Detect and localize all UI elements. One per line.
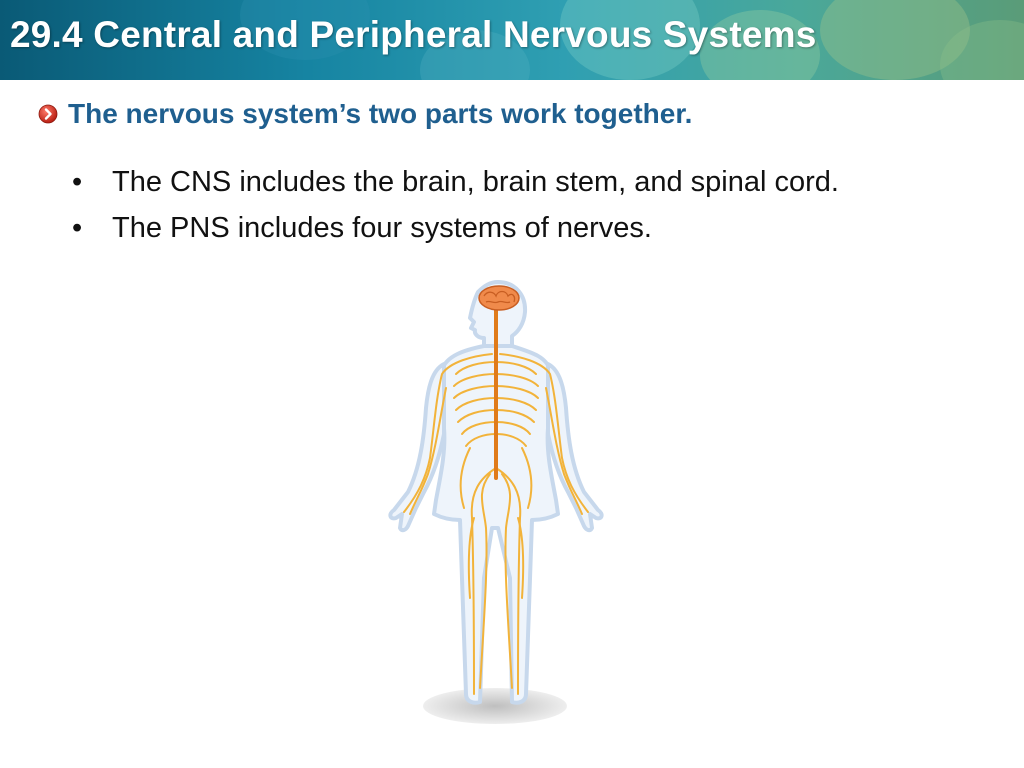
bullet-text: The CNS includes the brain, brain stem, … bbox=[112, 166, 839, 198]
bullet-item: • The PNS includes four systems of nerve… bbox=[72, 206, 839, 252]
bullet-text: The PNS includes four systems of nerves. bbox=[112, 212, 652, 244]
bullet-marker: • bbox=[72, 212, 83, 244]
floor-shadow bbox=[423, 688, 567, 724]
brain bbox=[478, 285, 520, 311]
header-bar: 29.4 Central and Peripheral Nervous Syst… bbox=[0, 0, 1024, 80]
subheading-text: The nervous system’s two parts work toge… bbox=[68, 98, 693, 129]
red-circle-arrow-icon bbox=[38, 104, 58, 124]
bullet-marker: • bbox=[72, 166, 83, 198]
body-silhouette bbox=[388, 280, 604, 705]
bullet-item: • The CNS includes the brain, brain stem… bbox=[72, 160, 839, 206]
nervous-system-figure bbox=[388, 280, 604, 724]
slide-title: 29.4 Central and Peripheral Nervous Syst… bbox=[10, 14, 817, 55]
bullet-list: • The CNS includes the brain, brain stem… bbox=[72, 160, 839, 252]
peripheral-nerves bbox=[403, 353, 589, 695]
subheading: The nervous system’s two parts work toge… bbox=[38, 98, 692, 130]
